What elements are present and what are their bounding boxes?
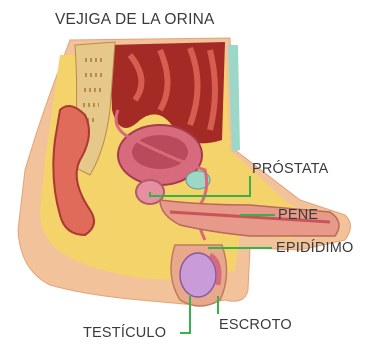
testicle-label: TESTÍCULO (83, 326, 166, 341)
penis-label: PENE (278, 208, 318, 223)
title-label: VEJIGA DE LA ORINA (55, 12, 215, 28)
testicle (180, 253, 216, 297)
epididymis-label: EPIDÍDIMO (276, 241, 354, 256)
prostate-label: PRÓSTATA (252, 162, 329, 177)
scrotum-label: ESCROTO (219, 318, 292, 333)
